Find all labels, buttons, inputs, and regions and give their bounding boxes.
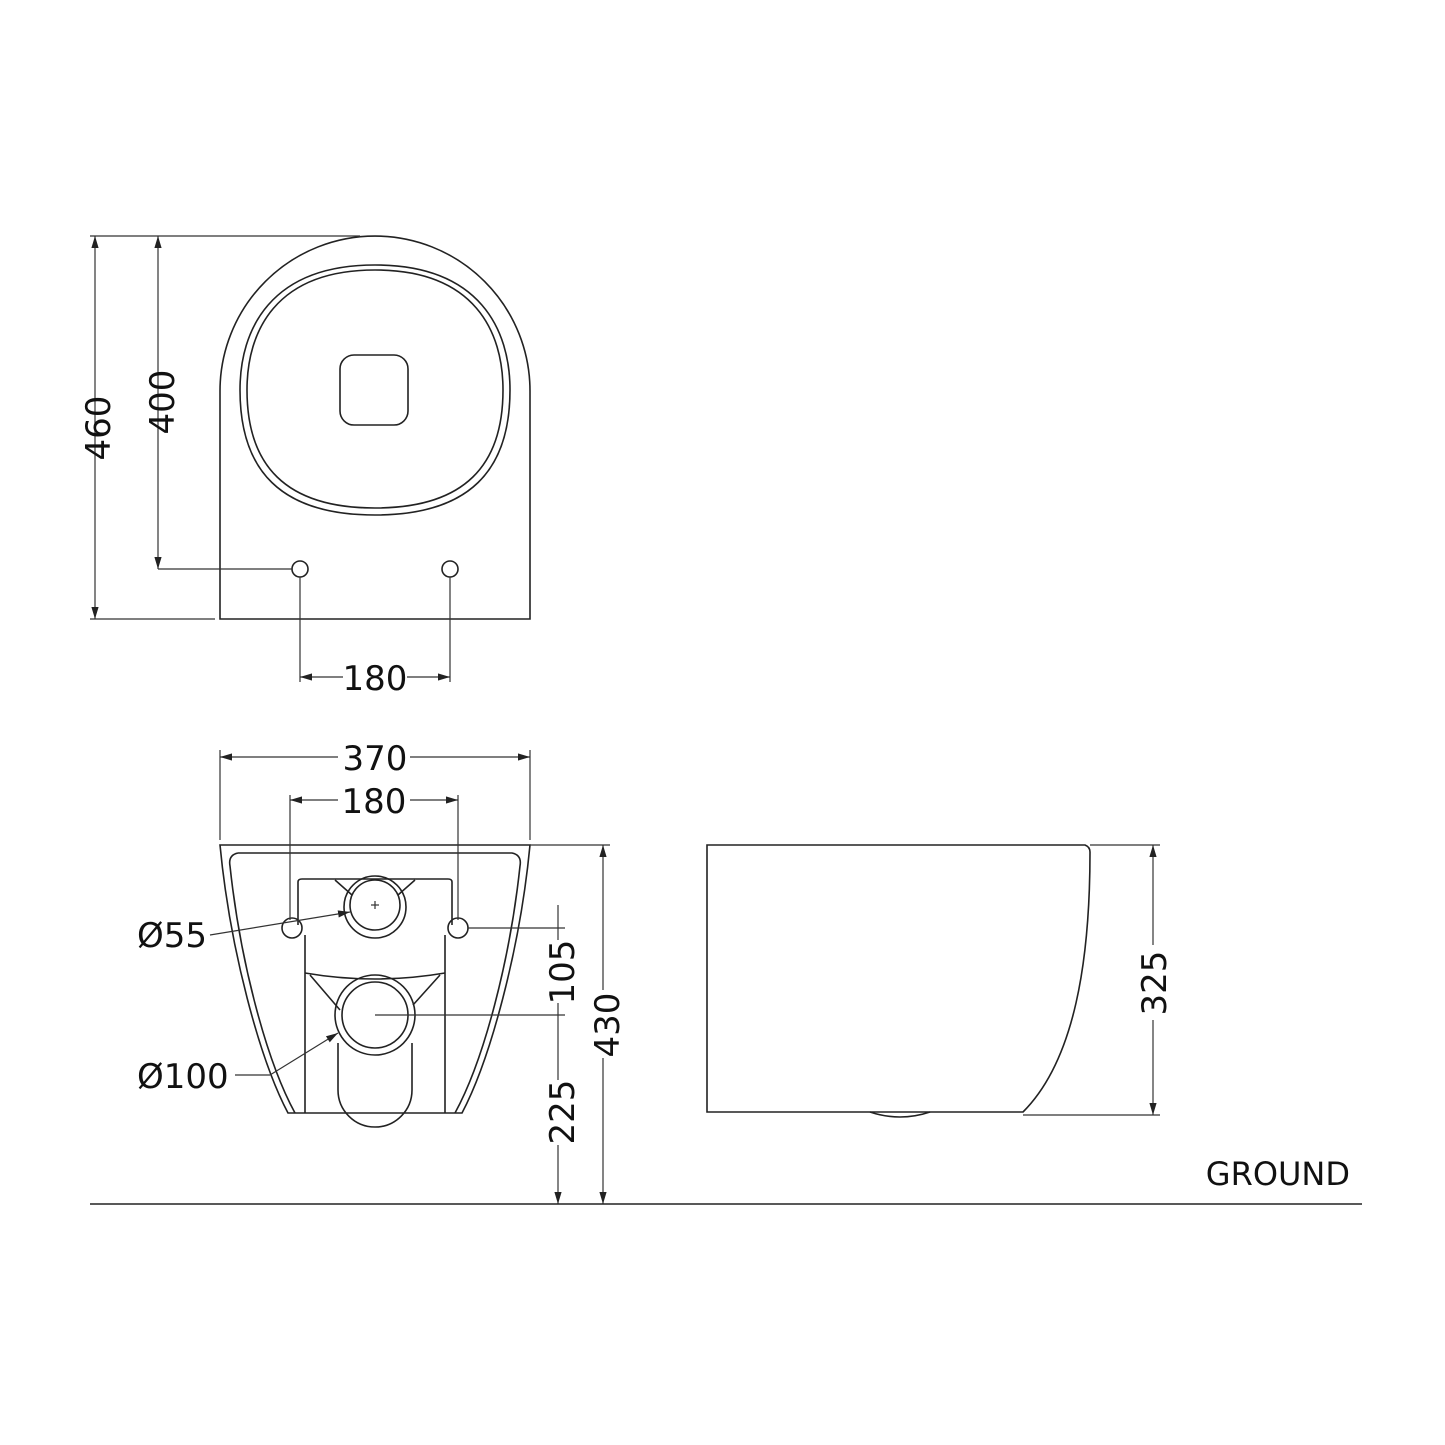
fixing-hole-right-front <box>447 917 469 939</box>
outlet-bracket <box>304 972 446 1011</box>
top-view: 460 400 180 <box>79 235 531 699</box>
fixing-hole-left <box>291 560 309 578</box>
dim-180-top: 180 <box>343 659 408 699</box>
ground-label: GROUND <box>1206 1155 1350 1193</box>
pan-outline-top <box>219 235 531 620</box>
inlet-pipe-outer <box>343 875 407 939</box>
fixing-hole-left-front <box>281 917 303 939</box>
pan-inner-front <box>228 852 522 1114</box>
dim-325: 325 <box>1135 951 1175 1016</box>
front-view: 370 180 Ø55 Ø100 105 225 430 <box>137 739 628 1204</box>
outlet-channel <box>337 1043 413 1128</box>
side-view: 325 <box>706 844 1175 1118</box>
pan-outline-side <box>706 844 1091 1113</box>
seat-outline <box>239 264 511 516</box>
dim-180-front: 180 <box>342 782 407 822</box>
dim-225: 225 <box>543 1080 583 1145</box>
dim-460: 460 <box>79 396 119 461</box>
fixing-hole-right <box>441 560 459 578</box>
dim-105: 105 <box>543 940 583 1005</box>
mounting-frame <box>297 878 453 1113</box>
dim-370: 370 <box>343 739 408 779</box>
pan-outline-front <box>219 844 531 1114</box>
dim-outlet-diameter: Ø100 <box>137 1057 229 1097</box>
pan-foot <box>869 1111 931 1118</box>
seat-inner-outline <box>246 269 504 509</box>
dim-400: 400 <box>143 370 183 435</box>
dim-inlet-diameter: Ø55 <box>137 916 207 956</box>
bowl-opening <box>339 354 409 426</box>
inlet-pipe <box>349 879 401 931</box>
inlet-bracket <box>334 879 416 896</box>
dim-430: 430 <box>588 993 628 1058</box>
